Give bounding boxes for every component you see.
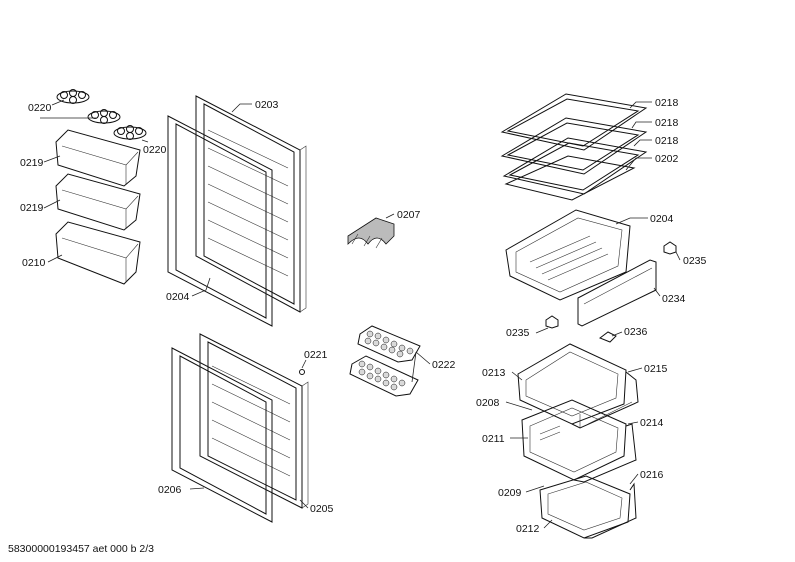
door-shelf-part — [55, 129, 141, 285]
screw-part — [299, 369, 305, 375]
upper-door-gasket — [167, 115, 273, 327]
part-label-0204-right: 0204 — [650, 213, 674, 225]
part-label-0206: 0206 — [158, 484, 182, 496]
lower-door-inner-panel — [199, 333, 309, 509]
lower-door-gasket — [171, 347, 273, 523]
part-labels: 0220 0220 0219 0219 0210 0203 0204 0207 … — [20, 97, 707, 535]
part-label-0218b: 0218 — [655, 117, 679, 129]
part-label-0202: 0202 — [655, 153, 679, 165]
part-label-0219b: 0219 — [20, 202, 44, 214]
part-label-0204-upper: 0204 — [166, 291, 190, 303]
part-label-0234: 0234 — [662, 293, 686, 305]
part-label-0220b: 0220 — [143, 144, 167, 156]
part-label-0235a: 0235 — [683, 255, 707, 267]
ice-pack-upper — [357, 325, 421, 363]
crisper-drawer — [505, 209, 631, 301]
part-label-0210: 0210 — [22, 257, 46, 269]
freezer-drawer-bottom — [539, 475, 637, 539]
part-label-0218a: 0218 — [655, 97, 679, 109]
part-label-0218c: 0218 — [655, 135, 679, 147]
part-label-0203: 0203 — [255, 99, 279, 111]
part-label-0211: 0211 — [482, 433, 505, 445]
part-label-0220a: 0220 — [28, 102, 52, 114]
leader-lines — [40, 99, 681, 529]
part-label-0205: 0205 — [310, 503, 334, 515]
part-label-0219a: 0219 — [20, 157, 44, 169]
part-label-0222: 0222 — [432, 359, 456, 371]
freezer-drawer-top — [517, 343, 639, 429]
part-label-0236: 0236 — [624, 326, 648, 338]
part-label-0214: 0214 — [640, 417, 664, 429]
part-label-0207: 0207 — [397, 209, 421, 221]
upper-door-inner-panel — [195, 95, 307, 313]
part-label-0215: 0215 — [644, 363, 668, 375]
freezer-drawer-middle — [521, 399, 637, 483]
part-label-0235b: 0235 — [506, 327, 530, 339]
part-label-0212: 0212 — [516, 523, 540, 535]
drawer-front-panel — [577, 259, 657, 327]
part-label-0216: 0216 — [640, 469, 664, 481]
ice-pack-lower — [349, 355, 419, 397]
part-label-0209: 0209 — [498, 487, 522, 499]
ice-tray-part — [347, 217, 395, 249]
egg-tray-part — [56, 89, 147, 140]
glass-shelf-stack — [500, 93, 648, 201]
document-footer: 58300000193457 aet 000 b 2/3 — [8, 543, 154, 555]
part-label-0208: 0208 — [476, 397, 500, 409]
part-label-0221: 0221 — [304, 349, 328, 361]
part-label-0213: 0213 — [482, 367, 506, 379]
